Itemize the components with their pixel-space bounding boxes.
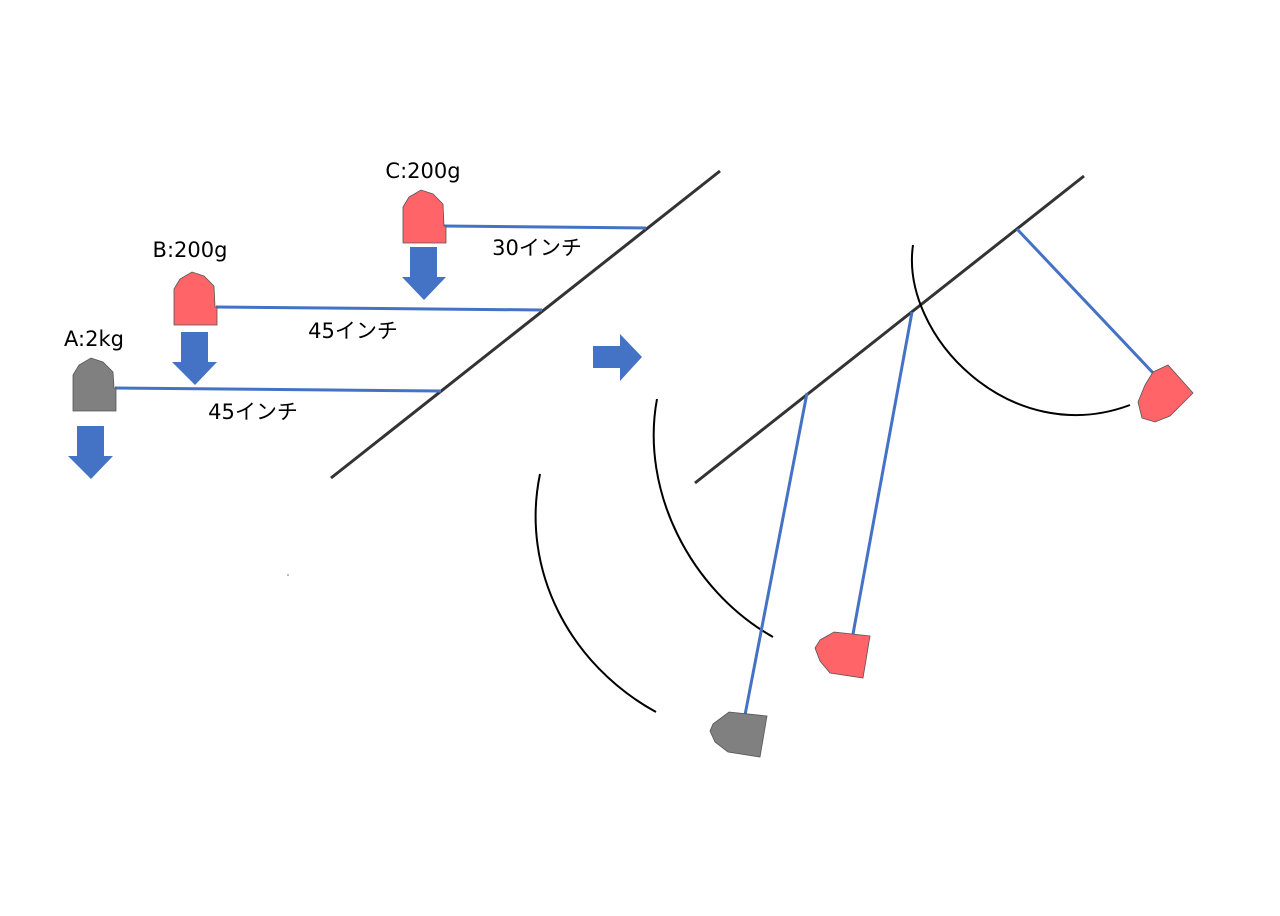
- tilted-bar-left: [330, 169, 721, 480]
- weight-b-swung: [814, 631, 871, 679]
- arrow-down-icon: [68, 426, 113, 479]
- arrow-down-icon: [172, 332, 217, 385]
- weight-b: [173, 271, 218, 326]
- stray-dot: [287, 574, 289, 576]
- swing-arc-a: [534, 473, 657, 713]
- weight-c-swung: [1137, 364, 1194, 423]
- tilted-bar-right: [694, 174, 1085, 485]
- distance-a-label: 45インチ: [208, 400, 298, 424]
- weight-a: [72, 357, 117, 412]
- rope-c-swung: [1015, 227, 1157, 377]
- weight-a-swung: [709, 711, 768, 758]
- weight-b-label: B:200g: [153, 238, 228, 262]
- weight-c-label: C:200g: [385, 159, 460, 183]
- rope-c: [443, 224, 647, 230]
- swing-arc-b: [652, 398, 774, 638]
- rope-a: [114, 386, 442, 393]
- arrow-down-icon: [402, 247, 446, 300]
- rope-b: [215, 305, 543, 312]
- distance-b-label: 45インチ: [308, 319, 398, 343]
- arrow-right-icon: [593, 334, 642, 381]
- rope-b-swung: [851, 311, 914, 635]
- rope-a-swung: [743, 392, 809, 716]
- weight-c: [402, 189, 447, 244]
- swing-arc-c: [910, 244, 1131, 417]
- weight-a-label: A:2kg: [64, 327, 124, 351]
- distance-c-label: 30インチ: [492, 236, 582, 260]
